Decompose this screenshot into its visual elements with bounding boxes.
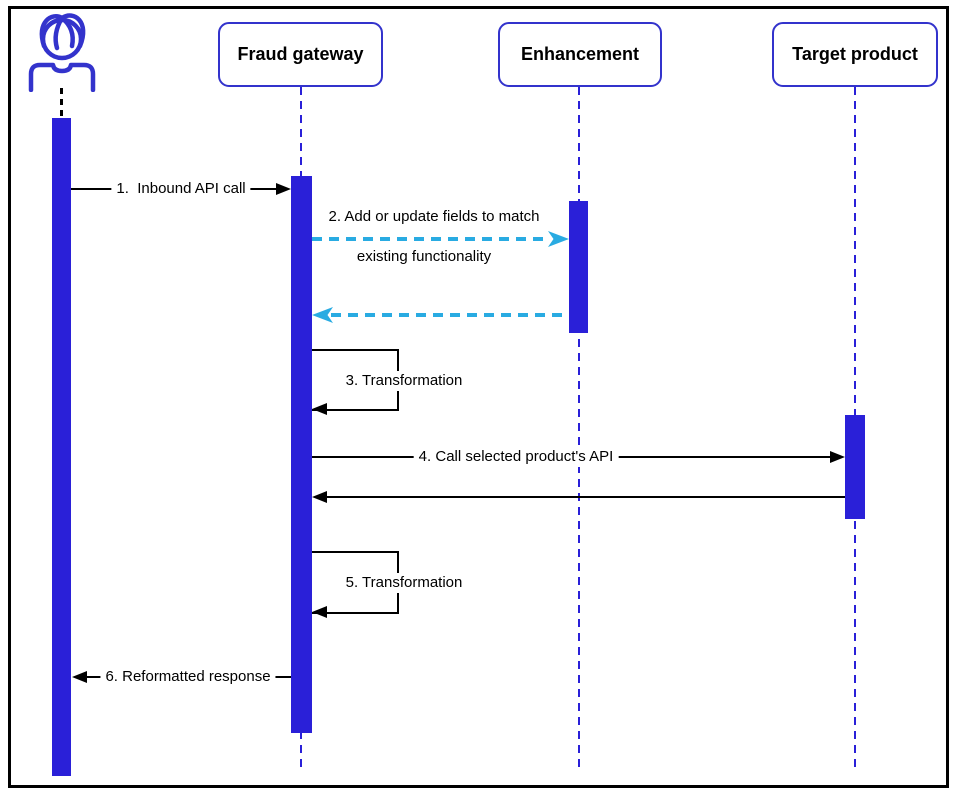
message-6-label: 6. Reformatted response: [100, 667, 276, 687]
message-1-label: 1. Inbound API call: [111, 179, 251, 199]
message-3-arrowhead-icon: [312, 403, 327, 415]
participant-label: Target product: [792, 44, 918, 64]
participant-box-fraud-gateway: Fraud gateway: [218, 22, 383, 87]
message-1-arrowhead-icon: [276, 183, 291, 195]
person-icon: [28, 13, 96, 92]
message-5-arrowhead-icon: [312, 606, 327, 618]
participant-box-enhancement: Enhancement: [498, 22, 662, 87]
activation-bar-enhancement: [569, 201, 588, 333]
activation-bar-target-product: [845, 415, 865, 519]
message-3-label: 3. Transformation: [340, 371, 468, 391]
message-2-label-line2: existing functionality: [356, 248, 492, 265]
message-6-arrowhead-icon: [72, 671, 87, 683]
activation-bar-fraud-gateway: [291, 176, 312, 733]
participant-label: Enhancement: [520, 44, 640, 64]
activation-bar-user: [52, 118, 71, 776]
message-2-line: [312, 237, 550, 241]
message-4-label: 4. Call selected product's API: [413, 447, 619, 467]
lifeline-enhancement: [578, 87, 580, 770]
message-2-arrowhead-icon: [548, 231, 569, 247]
message-2-label-line1: 2. Add or update fields to match: [328, 208, 540, 225]
message-2-return-arrowhead-icon: [312, 307, 333, 323]
participant-label: Fraud gateway: [237, 44, 364, 64]
diagram-frame: [8, 6, 949, 788]
participant-box-target-product: Target product: [772, 22, 938, 87]
message-4-arrowhead-icon: [830, 451, 845, 463]
message-2-return-line: [331, 313, 569, 317]
message-5-label: 5. Transformation: [340, 573, 468, 593]
message-4-return-line: [324, 496, 845, 498]
lifeline-user: [60, 88, 63, 118]
message-4-return-arrowhead-icon: [312, 491, 327, 503]
